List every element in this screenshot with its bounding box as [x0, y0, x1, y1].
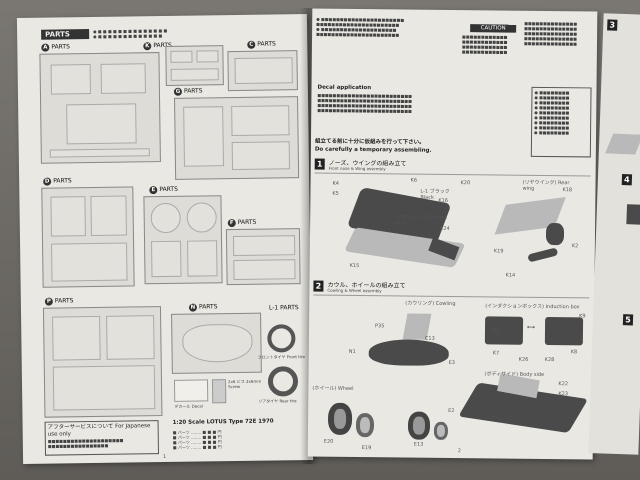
front-tire-label: フロントタイヤ Front tire — [257, 354, 305, 360]
right-notes: ■■■■■■■■■■■■■■■■■■■■■■■■■■■■■■■■■■■■■■■■… — [523, 20, 578, 47]
step-5-number: 5 — [622, 314, 634, 326]
runner-a — [39, 52, 161, 164]
step-2-number: 2 — [313, 280, 324, 292]
parts-header: PARTS — [41, 29, 90, 40]
runner-c — [227, 50, 298, 92]
runner-n — [171, 312, 262, 374]
wheel-front-left — [327, 402, 353, 435]
service-note: アフターサービスについて For Japanese use only — [47, 423, 151, 438]
decal-instructions: ■■■■■■■■■■■■■■■■■■■■■■■■■■■■■■■■■■■■■■■■… — [317, 92, 412, 114]
wheel-rear-left — [407, 411, 431, 440]
decal-sheet — [173, 379, 209, 402]
color-list: ● ■■■■■■■■● ■■■■■■■■● ■■■■■■■■● ■■■■■■■■… — [530, 86, 592, 158]
rear-tire — [267, 366, 299, 397]
step-4-number: 4 — [621, 174, 633, 186]
step-1-title-en: Front nose & Wing assembly — [328, 165, 386, 172]
rear-wing-endplate — [545, 222, 565, 246]
caution-banner: CAUTION — [470, 24, 517, 33]
caution-text: ■■■■■■■■■■■■■■■■■■■■■■■■■■■■■■■■■■■■■■■■… — [461, 34, 508, 55]
runner-f — [225, 228, 301, 286]
service-box: アフターサービスについて For Japanese use only ■■■■■… — [44, 420, 160, 456]
page-number-right: 2 — [457, 448, 461, 455]
runner-label-l1: L-1 PARTS — [268, 304, 299, 312]
runner-k — [165, 45, 224, 86]
price-list: ■ パーツ ........ ■ ■ ■ 円■ パーツ ........ ■ ■… — [172, 429, 222, 450]
runner-g — [174, 96, 300, 180]
intro-notes: ● ■■■■■■■■■■■■■■■■■■■■■■■■■■■■■■■■■■■■■■… — [316, 16, 405, 38]
step-1-number: 1 — [314, 158, 325, 170]
assembly-page: ● ■■■■■■■■■■■■■■■■■■■■■■■■■■■■■■■■■■■■■■… — [307, 8, 598, 460]
cowling-part — [368, 339, 449, 366]
induction-arrow: ⟷ — [526, 324, 535, 331]
step-2-title-en: Cowling & Wheel assembly — [327, 287, 382, 294]
wheel-front-right — [355, 413, 375, 438]
parts-map-page: PARTS ● ■ ■ ■ ■ ■ ■ ■ ■ ■ ■ ■ ■ ■ ■● ■ ■… — [16, 13, 314, 465]
rear-wing-strut — [527, 247, 559, 263]
induction-box-left — [484, 316, 524, 345]
metal-decal — [211, 379, 227, 404]
step-3-number: 3 — [607, 19, 618, 31]
wheel-rear-right — [433, 421, 449, 440]
decal-section-title: Decal application — [317, 84, 372, 92]
header-notes: ● ■ ■ ■ ■ ■ ■ ■ ■ ■ ■ ■ ■ ■ ■● ■ ■ ■ ■ ■… — [93, 27, 168, 39]
induction-box-right — [544, 316, 584, 346]
model-title: 1:20 Scale LOTUS Type 72E 1970 — [172, 418, 274, 426]
screw-label: 2x6 ビス 2x6mm Screw — [227, 378, 262, 390]
runner-p — [42, 306, 163, 418]
page-number-left: 1 — [163, 454, 167, 461]
decal-label: デカール Decal — [174, 403, 203, 409]
temp-assembly-en: Do carefully a temporary assembling. — [314, 146, 432, 154]
runner-d — [41, 186, 135, 288]
front-tire — [267, 324, 296, 353]
runner-e — [143, 195, 223, 285]
temp-assembly-jp: 組立てる前に十分に仮組みを行って下さい。 — [314, 138, 425, 146]
